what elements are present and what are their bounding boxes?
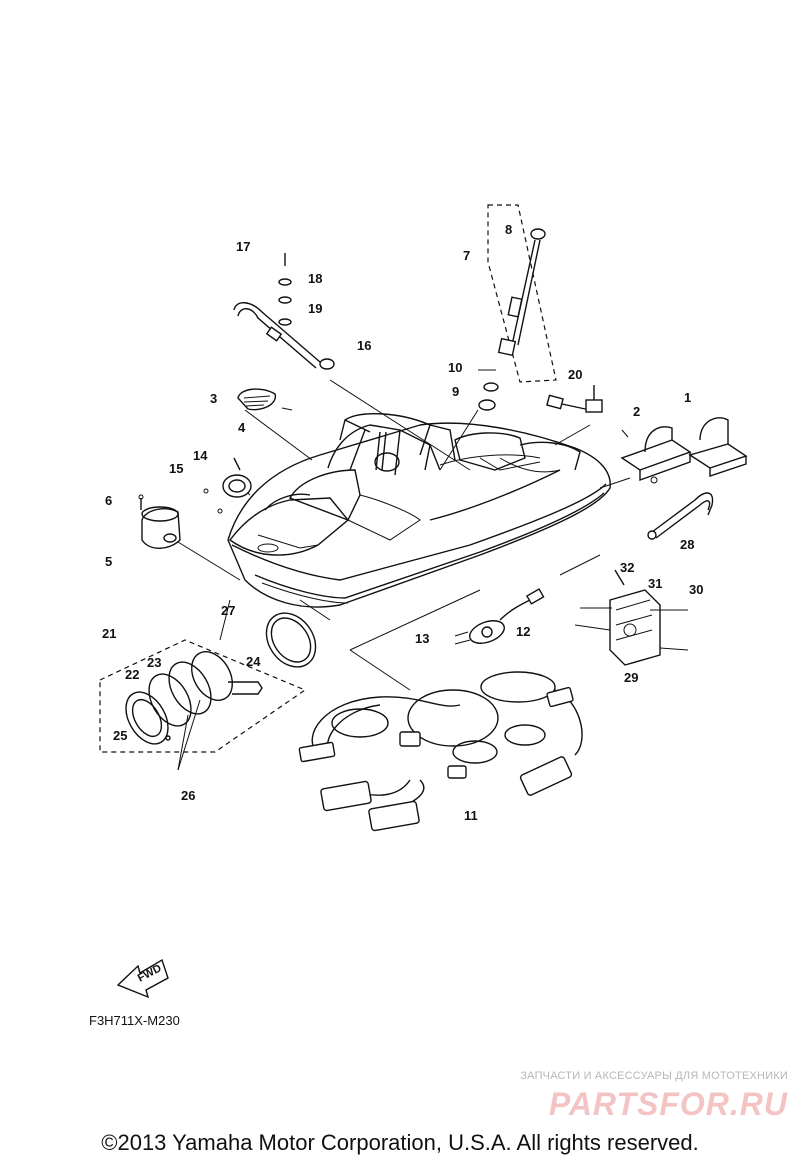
callout-3: 3 [210, 391, 217, 406]
callout-7: 7 [463, 248, 470, 263]
callout-24: 24 [246, 654, 261, 669]
callout-4: 4 [238, 420, 246, 435]
callout-17: 17 [236, 239, 250, 254]
callout-31: 31 [648, 576, 662, 591]
callout-9: 9 [452, 384, 459, 399]
callout-27: 27 [221, 603, 235, 618]
callout-5: 5 [105, 554, 112, 569]
part-12-plate [454, 588, 545, 645]
callout-6: 6 [105, 493, 112, 508]
callout-14: 14 [193, 448, 208, 463]
callout-32: 32 [620, 560, 634, 575]
callout-1: 1 [684, 390, 691, 405]
callout-19: 19 [308, 301, 322, 316]
leader-lines [177, 379, 631, 691]
part-16-grab-rail [233, 253, 335, 370]
callout-26: 26 [181, 788, 195, 803]
callout-23: 23 [147, 655, 161, 670]
part-11-wire-harness [298, 671, 583, 832]
diagram-reference-code: F3H711X-M230 [89, 1013, 180, 1028]
part-5-bow-light [138, 494, 181, 549]
callout-12: 12 [516, 624, 530, 639]
part-28-hose [647, 492, 714, 540]
callout-10: 10 [448, 360, 462, 375]
part-1-2-brackets [620, 417, 748, 484]
callout-25: 25 [113, 728, 127, 743]
callout-18: 18 [308, 271, 322, 286]
callout-22: 22 [125, 667, 139, 682]
callout-2: 2 [633, 404, 640, 419]
part-29-housing [574, 569, 689, 666]
part-20-sensor [546, 385, 603, 413]
callout-30: 30 [689, 582, 703, 597]
part-27-ring [265, 612, 317, 668]
fwd-arrow: FWD [116, 958, 169, 999]
callout-21: 21 [102, 626, 116, 641]
callout-11: 11 [464, 808, 478, 823]
callout-15: 15 [169, 461, 183, 476]
boat-hull-drawing [227, 412, 611, 608]
callout-13: 13 [415, 631, 429, 646]
callout-29: 29 [624, 670, 638, 685]
callout-28: 28 [680, 537, 694, 552]
watermark-logo: PARTSFOR.RU [548, 1086, 788, 1122]
callout-20: 20 [568, 367, 582, 382]
callout-16: 16 [357, 338, 371, 353]
copyright-notice: ©2013 Yamaha Motor Corporation, U.S.A. A… [101, 1130, 699, 1155]
part-21-light-assembly [99, 639, 307, 771]
callout-numbers: 1 2 3 4 5 6 7 8 9 10 11 12 13 14 15 16 1… [102, 222, 703, 823]
part-14-speaker [203, 457, 252, 514]
watermark-tagline: ЗАПЧАСТИ И АКСЕССУАРЫ ДЛЯ МОТОТЕХНИКИ [520, 1070, 788, 1082]
part-7-pole-assembly [478, 204, 557, 411]
part-3-vent [237, 388, 293, 411]
callout-8: 8 [505, 222, 512, 237]
